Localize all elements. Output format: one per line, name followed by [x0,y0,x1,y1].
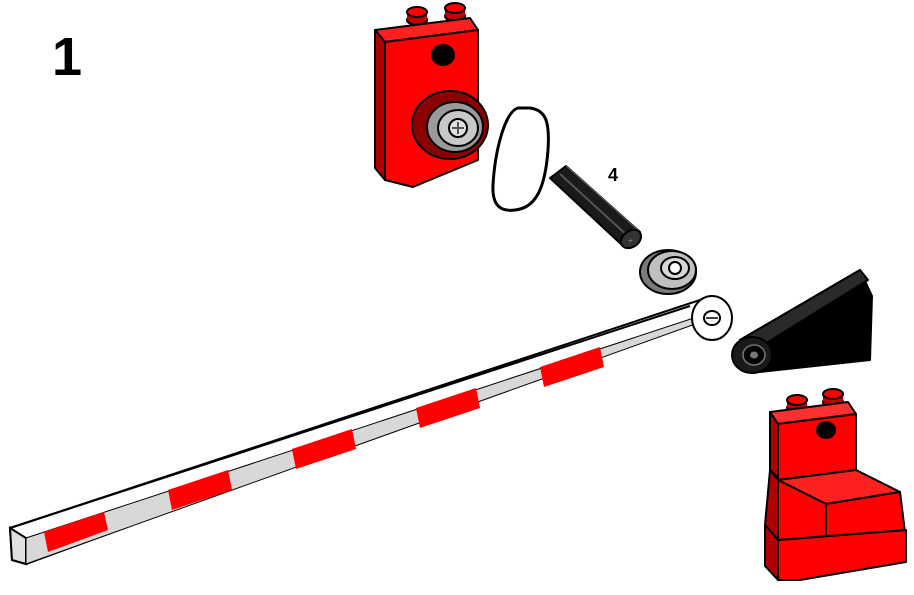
barrier-arm [8,295,733,566]
arm-stripe [168,470,232,510]
black-axle: + [549,165,643,250]
arm-stripe [44,512,108,552]
black-slope-brick [731,269,873,374]
arm-stripe [416,388,480,428]
arm-stripe [292,429,356,469]
arm-stripe [540,347,604,387]
svg-text:+: + [628,236,633,245]
rubber-band [491,106,550,212]
axle-quantity-label: 4 [608,165,619,185]
step-number: 1 [52,27,83,87]
red-base-bottom [764,388,907,581]
grey-bush [639,249,697,295]
red-technic-brick-top [374,2,489,188]
